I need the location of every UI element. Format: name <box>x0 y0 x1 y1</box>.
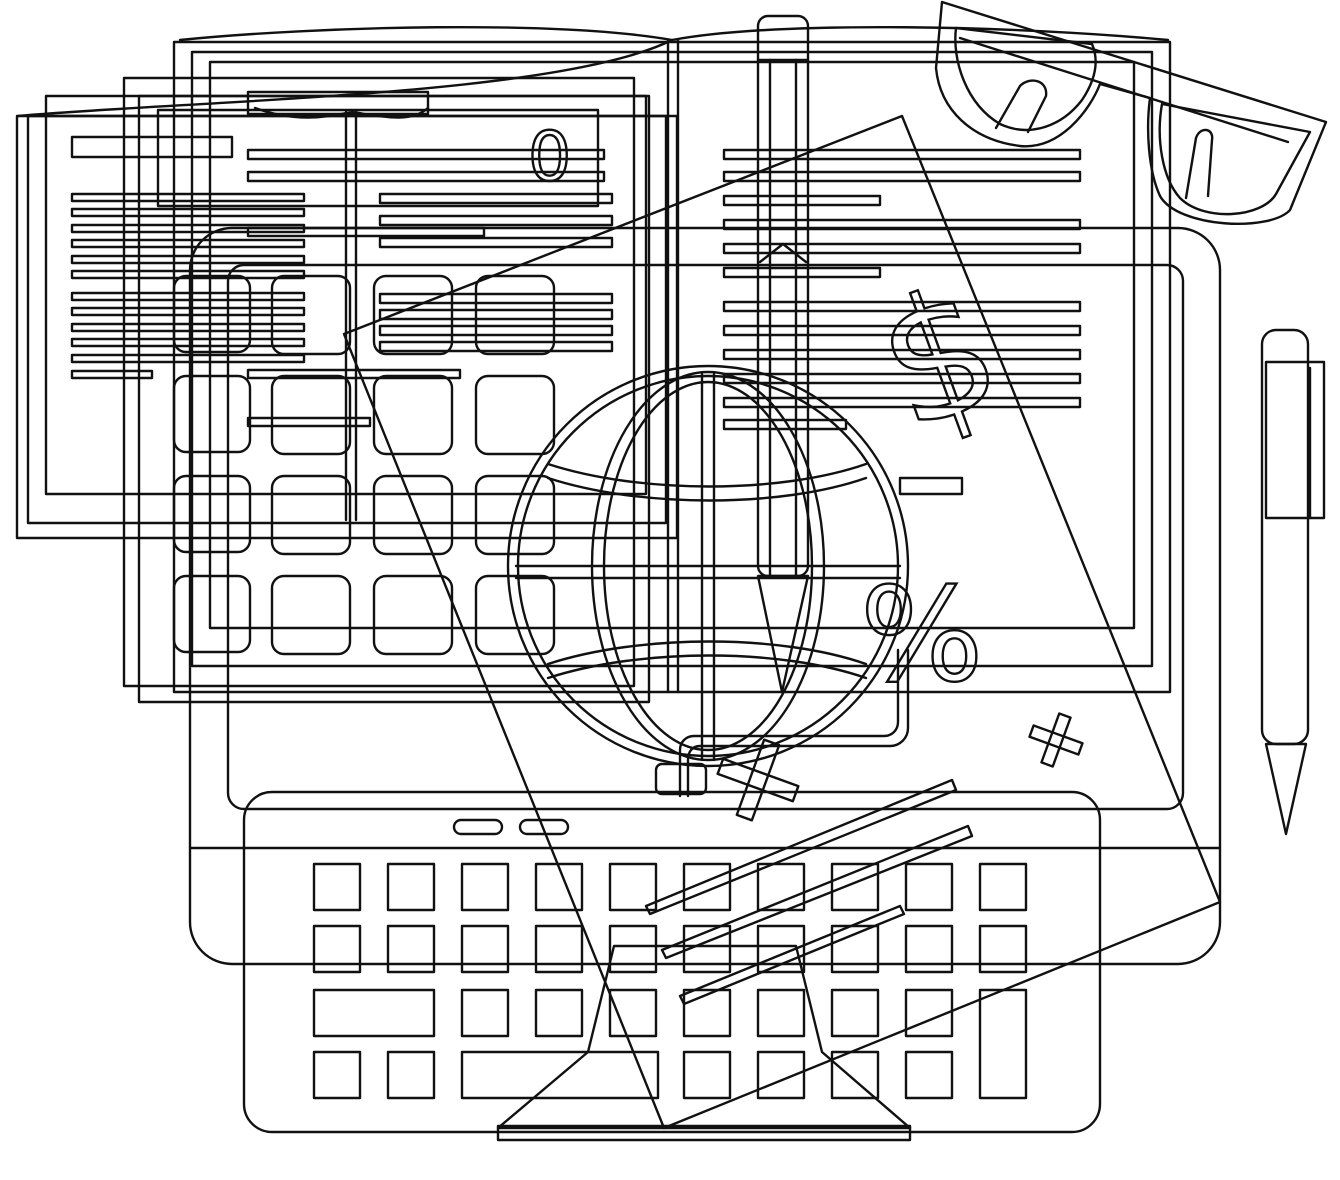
document-text-lines <box>70 192 306 380</box>
minus-symbol <box>898 476 964 496</box>
globe-stand <box>686 648 910 798</box>
keyboard-slot <box>518 818 570 836</box>
monitor-stand-icon <box>496 944 912 1142</box>
document-sheet <box>137 94 651 704</box>
pencil-icon <box>756 14 810 694</box>
book-pages <box>208 60 1136 630</box>
keyboard-body <box>242 790 1102 1134</box>
keyboard-icon <box>242 790 1102 1134</box>
document-sheet <box>122 76 636 688</box>
globe-stand <box>678 648 900 798</box>
plus-symbol <box>716 738 800 822</box>
glasses-icon <box>934 0 1328 225</box>
calculator-keypad-icon <box>172 274 556 656</box>
keyboard-keys <box>312 862 1028 1100</box>
book-pages-edge <box>190 50 1154 668</box>
zero-symbol: 0 <box>528 118 571 197</box>
tablet-icon <box>188 226 1222 966</box>
bookmark-curve <box>253 106 430 119</box>
diagonal-strokes <box>644 778 974 1006</box>
plus-symbol <box>1028 712 1084 768</box>
percent-symbol: % <box>860 559 984 711</box>
pen-icon <box>1260 328 1326 836</box>
book-top-curve <box>178 25 1170 42</box>
globe-icon <box>506 364 910 798</box>
keyboard-slot <box>452 818 504 836</box>
globe-base <box>654 762 708 796</box>
book-cover <box>172 40 1172 694</box>
book-right-text-lines <box>722 148 1082 431</box>
tablet-screen <box>226 263 1185 811</box>
tablet-frame <box>188 226 1222 966</box>
document-heading-bar <box>70 135 234 159</box>
